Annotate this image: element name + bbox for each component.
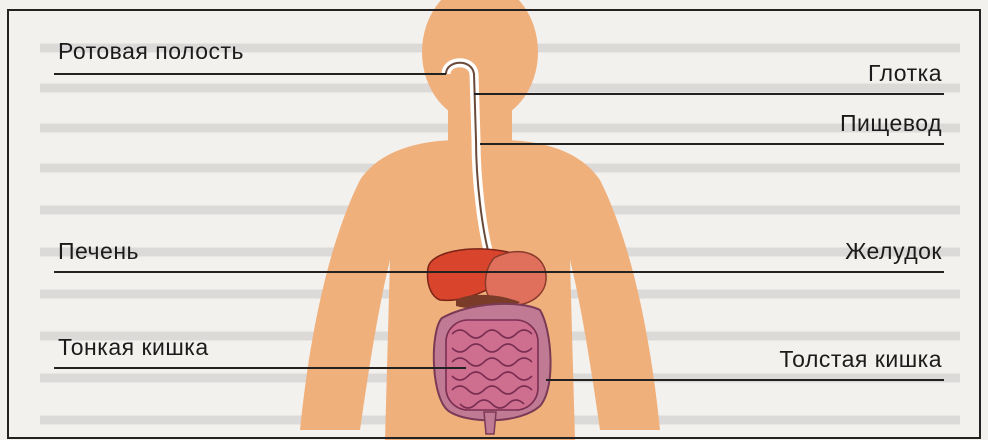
label-small-intestine: Тонкая кишка (58, 334, 209, 361)
label-stomach: Желудок (845, 238, 942, 265)
label-esophagus: Пищевод (840, 110, 942, 137)
small-intestine-coils (446, 320, 538, 410)
label-pharynx: Глотка (868, 60, 942, 87)
label-liver: Печень (58, 238, 139, 265)
label-mouth: Ротовая полость (58, 38, 244, 65)
label-large-intestine: Толстая кишка (779, 346, 942, 373)
rectum-shape (484, 412, 496, 434)
